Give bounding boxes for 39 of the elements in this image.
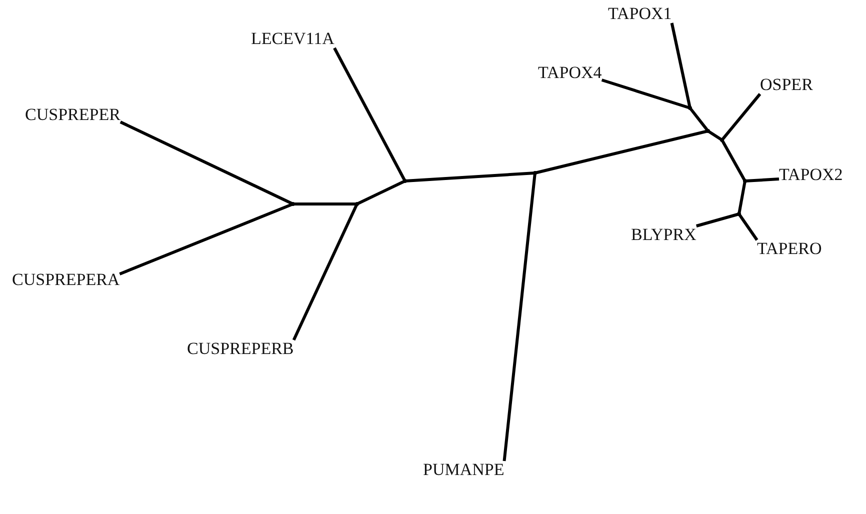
branch-point — [355, 202, 359, 206]
tree-branch — [502, 172, 536, 462]
taxon-label: OSPER — [760, 76, 813, 94]
tree-branch — [333, 47, 406, 182]
tree-branch — [696, 212, 740, 228]
tree-branch — [738, 213, 758, 241]
branch-point — [533, 171, 537, 175]
taxon-label: BLYPRX — [631, 226, 696, 244]
tree-branch — [744, 178, 780, 182]
tree-branch — [707, 130, 723, 142]
tree-branch — [293, 202, 357, 206]
taxon-label: CUSPREPERB — [187, 340, 294, 358]
tree-branch — [601, 78, 690, 110]
tree-branch — [119, 202, 294, 276]
tree-branch — [738, 180, 746, 214]
branch-point — [403, 179, 407, 183]
branch-point — [706, 129, 710, 133]
tree-branch — [720, 93, 762, 141]
taxon-label: CUSPREPERA — [12, 271, 120, 289]
tree-branch — [120, 120, 294, 206]
branch-point — [291, 202, 295, 206]
branch-point — [743, 179, 747, 183]
taxon-label: TAPERO — [757, 240, 822, 258]
tree-branch — [292, 203, 358, 341]
branch-point — [737, 212, 741, 216]
taxon-label: LECEV11A — [251, 30, 334, 48]
taxon-label: TAPOX1 — [608, 5, 672, 23]
branch-point — [720, 138, 724, 142]
tree-branch — [688, 107, 710, 132]
taxon-label: TAPOX4 — [538, 64, 602, 82]
branch-point — [688, 106, 692, 110]
tree-branch — [356, 180, 406, 206]
tree-branch — [534, 130, 708, 174]
tree-branch — [670, 22, 692, 108]
taxon-label: CUSPREPER — [25, 106, 120, 124]
taxon-label: TAPOX2 — [779, 166, 843, 184]
tree-branch — [404, 172, 536, 182]
taxon-label: PUMANPE — [423, 461, 504, 479]
tree-branch — [720, 139, 746, 182]
